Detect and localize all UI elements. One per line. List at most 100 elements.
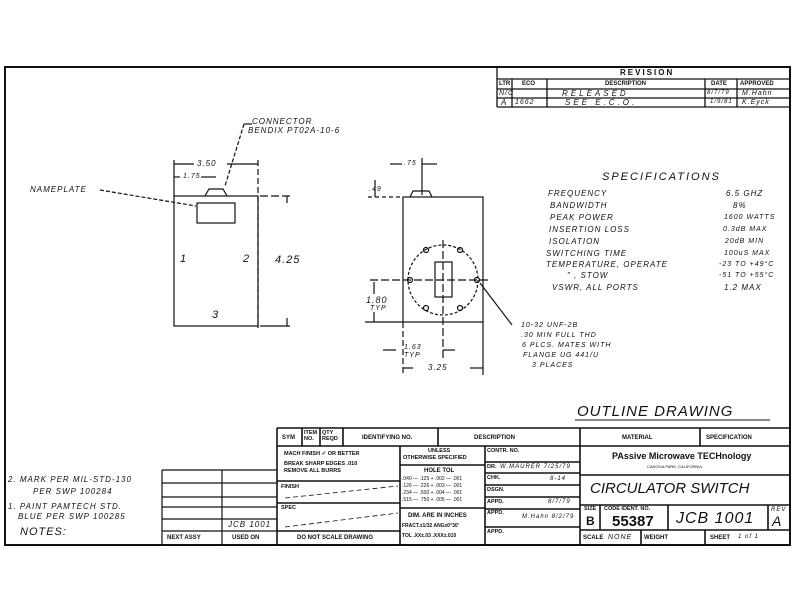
spec-value: 20dB MIN (725, 238, 765, 245)
appd-label-3: APPD. (487, 529, 504, 535)
sheet-border (4, 66, 791, 546)
spec-label: ISOLATION (549, 237, 601, 246)
drawing-name: CIRCULATOR SWITCH (590, 480, 750, 497)
rev-value: A (772, 513, 783, 529)
hole-note-line: FLANGE UG 441/U (523, 352, 600, 359)
decimal-tol: TOL .XX±.03 .XXX±.010 (402, 533, 457, 539)
rev-row-1-approved: M.Hahn (742, 90, 773, 97)
spec-value: 1600 WATTS (724, 214, 776, 221)
scale-value: NONE (608, 534, 633, 541)
hole-tol-row: .040 — .125 + .002 — .001 (402, 476, 463, 482)
hole-tol-label: HOLE TOL (424, 468, 455, 474)
spec-label: PEAK POWER (550, 213, 614, 222)
weight-label: WEIGHT (644, 535, 668, 541)
application-block-lines (161, 469, 277, 545)
revision-title: REVISION (620, 68, 675, 77)
used-on-value: JCB 1001 (228, 520, 272, 529)
hole-note-line: 3 PLACES (532, 362, 574, 369)
drawing-title: OUTLINE DRAWING (577, 403, 734, 420)
connector-part: BENDIX PT02A-10-6 (248, 126, 341, 135)
dim-3-25: 3.25 (428, 363, 448, 372)
nameplate (196, 202, 236, 224)
top-view (99, 123, 290, 330)
rev-row-2-approved: K.Eyck (742, 99, 770, 106)
side-view (365, 158, 513, 375)
finish-note-2: BREAK SHARP EDGES .010 (284, 461, 358, 467)
rev-row-2-ltr: A (501, 98, 508, 107)
title-block-lines (276, 427, 790, 545)
dim-width: 3.50 (197, 159, 217, 168)
header-item-no: ITEM NO. (304, 430, 318, 442)
header-qty-reqd: QTY REQD (322, 430, 338, 442)
contr-no-label: CONTR. NO. (487, 448, 520, 454)
finish-spec-lines (284, 485, 399, 528)
rev-header-ltr: LTR (499, 81, 511, 87)
rev-row-1-date: 8/7/79 (707, 90, 730, 96)
company-logo: PAssive Microwave TECHnology (612, 451, 752, 461)
dim-half-width: 1.75 (183, 173, 201, 180)
dsgn-label: DSGN. (487, 487, 505, 493)
dim-connector-height: .49 (369, 186, 382, 193)
hole-note-line: 10-32 UNF-2B (521, 322, 579, 329)
rev-row-1-description: RELEASED (562, 89, 629, 98)
spec-label: FREQUENCY (548, 189, 608, 198)
note-2: 2. MARK PER MIL-STD-130 (8, 475, 132, 484)
hole-tol-row: .234 — .500 + .004 — .001 (402, 490, 463, 496)
code-ident-value: 55387 (612, 513, 654, 530)
nameplate-label: NAMEPLATE (30, 185, 87, 194)
finish-label: FINISH (281, 484, 300, 490)
note-2-cont: PER SWP 100284 (33, 487, 113, 496)
spec-value: 1.2 MAX (724, 283, 762, 292)
rev-row-1-ltr: N/C (499, 90, 515, 97)
spec-value: 100uS MAX (724, 250, 771, 257)
dim-1-80-typ: TYP (370, 305, 387, 312)
next-assy-label: NEXT ASSY (167, 535, 201, 541)
used-on-label: USED ON (232, 535, 260, 541)
dim-height: 4.25 (275, 254, 301, 266)
do-not-scale: DO NOT SCALE DRAWING (297, 535, 373, 541)
spec-value: 8% (733, 201, 747, 210)
appd-label-2: APPD. (487, 510, 504, 516)
port-2-label: 2 (243, 253, 251, 265)
code-ident-label: CODE IDENT. NO. (604, 506, 651, 512)
spec-label: TEMPERATURE, OPERATE (546, 260, 668, 269)
spec-label: VSWR, ALL PORTS (552, 283, 639, 292)
connector (204, 188, 228, 197)
port-1-label: 1 (180, 253, 188, 265)
dim-connector-offset: .75 (404, 160, 417, 167)
header-sym: SYM (282, 435, 296, 441)
note-1: 1. PAINT PAMTECH STD. (8, 502, 123, 511)
chk-value: 8-14 (550, 476, 567, 482)
spec-value: -51 TO +55°C (719, 272, 775, 279)
unless-label: UNLESS (428, 448, 451, 454)
rev-header-date: DATE (711, 81, 727, 87)
chk-label: CHK. (487, 475, 501, 481)
hole-tol-row: .515 — .750 + .005 — .001 (402, 497, 463, 503)
spec-value: -23 TO +49°C (719, 261, 775, 268)
specifications-title: SPECIFICATIONS (602, 171, 721, 183)
note-1-cont: BLUE PER SWP 100285 (18, 512, 126, 521)
spec-value: 6.5 GHZ (726, 189, 764, 198)
dim-1-63: 1.63 (404, 344, 422, 351)
header-material: MATERIAL (622, 435, 653, 441)
appd-value-2: M.Hahn 8/2/79 (522, 514, 575, 520)
sheet-value: 1 of 1 (738, 534, 760, 540)
finish-note-1: MACH FINISH ✓ OR BETTER (284, 451, 360, 457)
notes-heading: NOTES: (20, 526, 67, 538)
spec-value: 0.3dB MAX (723, 226, 768, 233)
header-specification: SPECIFICATION (706, 435, 752, 441)
hole-note-line: .30 MIN FULL THD (521, 332, 597, 339)
rev-label: REV (771, 507, 787, 513)
header-description: DESCRIPTION (474, 435, 516, 441)
finish-note-3: REMOVE ALL BURRS (284, 468, 341, 474)
size-label: SIZE (584, 506, 597, 512)
dr-value: W.MAURER 7/25/79 (500, 464, 571, 470)
spec-label: " , STOW (567, 271, 609, 280)
header-identifying-no: IDENTIFYING NO. (362, 435, 413, 441)
dim-1-63-typ: TYP (404, 352, 421, 359)
dims-in-inches: DIM. ARE IN INCHES (408, 513, 467, 519)
connector-side (409, 190, 433, 198)
spec-label: SPEC (281, 505, 296, 511)
appd-value-1: 8/7/79 (548, 499, 571, 505)
